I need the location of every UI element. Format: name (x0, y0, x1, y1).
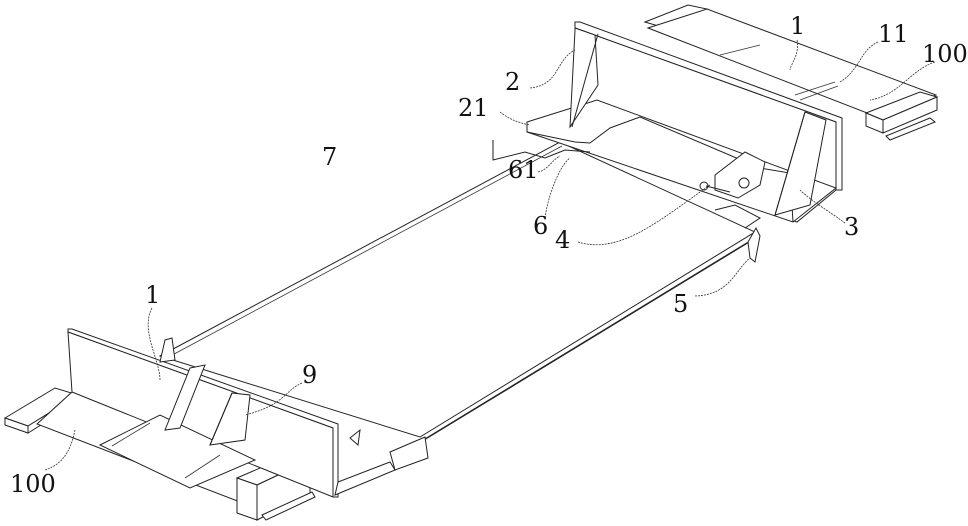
label-2: 2 (505, 70, 520, 94)
label-3: 3 (844, 215, 859, 239)
label-21: 21 (458, 96, 489, 120)
label-61: 61 (508, 158, 539, 182)
label-1-left: 1 (145, 283, 160, 307)
label-5: 5 (673, 292, 688, 316)
label-1-right: 1 (790, 14, 805, 38)
label-100-right: 100 (922, 42, 968, 66)
label-100-left: 100 (10, 472, 56, 496)
label-11: 11 (878, 22, 909, 46)
label-6: 6 (533, 214, 548, 238)
label-4: 4 (555, 228, 570, 252)
label-7: 7 (322, 145, 337, 169)
label-9: 9 (302, 363, 317, 387)
